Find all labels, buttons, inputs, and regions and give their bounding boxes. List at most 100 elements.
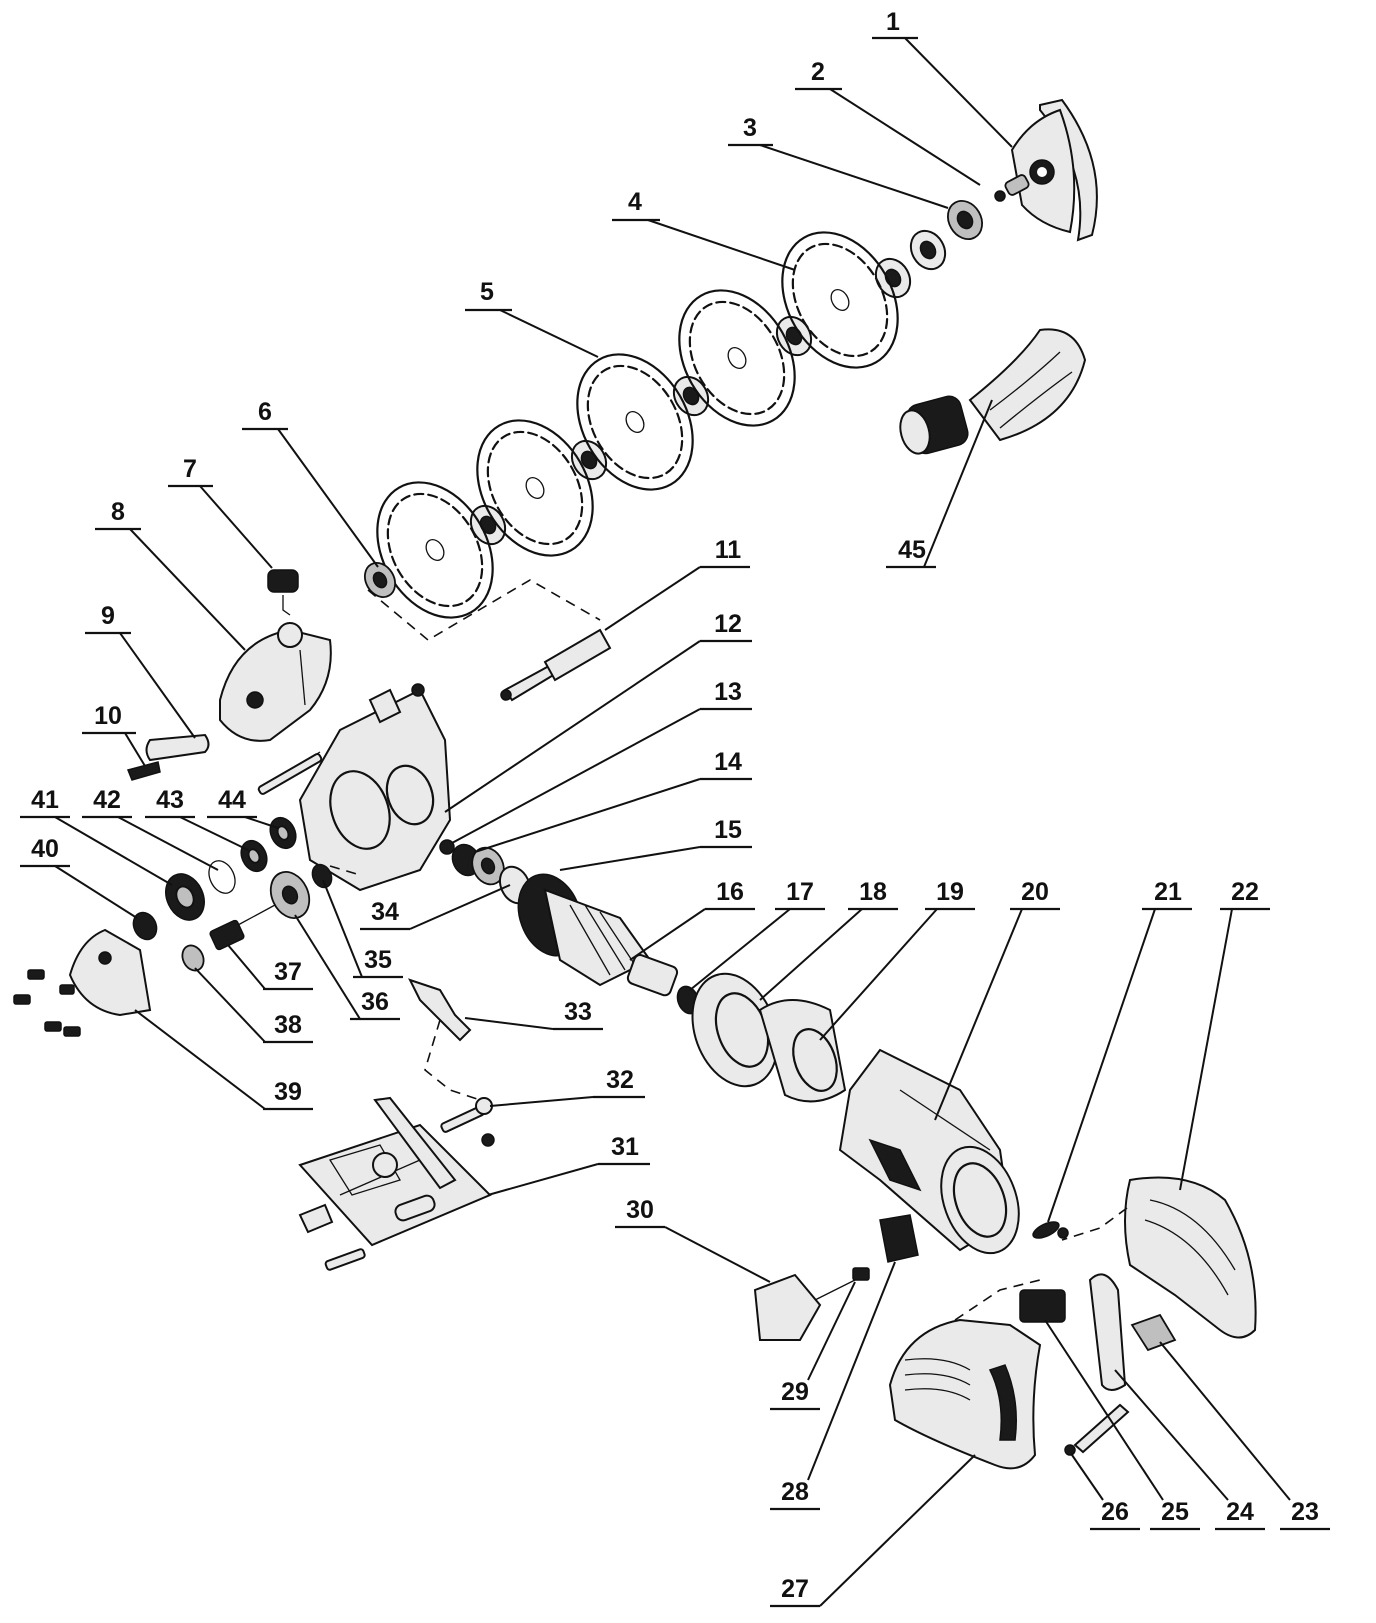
bearings — [439, 839, 532, 905]
callout-labels: 1 2 3 4 5 6 — [20, 8, 1330, 1608]
callout-2: 2 — [795, 58, 981, 186]
blade-guard-plate — [1010, 98, 1098, 242]
callout-19: 19 — [819, 878, 975, 1041]
part-number-41: 41 — [31, 786, 59, 814]
part-number-26: 26 — [1101, 1498, 1129, 1526]
callout-35: 35 — [322, 879, 403, 979]
cord-connector — [814, 1267, 870, 1301]
part-number-17: 17 — [786, 878, 814, 906]
callout-24: 24 — [1114, 1369, 1265, 1531]
part-number-3: 3 — [743, 114, 757, 142]
part-number-12: 12 — [714, 610, 742, 638]
callout-12: 12 — [444, 610, 752, 813]
part-number-38: 38 — [274, 1011, 302, 1039]
cover-plate — [753, 1273, 822, 1341]
part-number-45: 45 — [898, 536, 926, 564]
callout-18: 18 — [759, 878, 898, 1001]
part-number-40: 40 — [31, 835, 59, 863]
part-number-44: 44 — [218, 786, 246, 814]
part-number-32: 32 — [606, 1066, 634, 1094]
outer-flange — [947, 200, 983, 240]
callout-21: 21 — [1047, 878, 1192, 1223]
callout-9: 9 — [85, 602, 196, 739]
part-number-21: 21 — [1154, 878, 1182, 906]
part-number-27: 27 — [781, 1575, 809, 1603]
callout-29: 29 — [770, 1281, 856, 1411]
screw — [126, 761, 161, 781]
gear-housing — [298, 683, 452, 892]
callout-38: 38 — [194, 967, 313, 1044]
callout-7: 7 — [168, 455, 273, 569]
part-number-6: 6 — [258, 398, 272, 426]
power-switch — [1019, 1289, 1066, 1323]
callout-14: 14 — [474, 748, 752, 853]
rear-handle-half — [1124, 1176, 1257, 1339]
pivot-pin — [1064, 1403, 1130, 1456]
callout-33: 33 — [464, 998, 603, 1031]
drive-gears — [132, 816, 333, 972]
callout-10: 10 — [82, 702, 146, 767]
callout-16: 16 — [629, 878, 755, 961]
lock-knob — [267, 569, 299, 616]
callout-26: 26 — [1071, 1454, 1140, 1531]
callout-3: 3 — [728, 114, 949, 209]
clamp-lever — [145, 733, 210, 762]
callout-4: 4 — [612, 188, 796, 271]
blade-guard-housing — [219, 622, 332, 742]
callout-8: 8 — [95, 498, 246, 651]
part-number-31: 31 — [611, 1133, 639, 1161]
part-number-7: 7 — [183, 455, 197, 483]
callout-30: 30 — [615, 1196, 771, 1283]
part-number-28: 28 — [781, 1478, 809, 1506]
callout-1: 1 — [872, 8, 1013, 148]
part-number-29: 29 — [781, 1378, 809, 1406]
callout-41: 41 — [20, 786, 173, 886]
callout-44: 44 — [207, 786, 279, 829]
callout-39: 39 — [134, 1009, 313, 1111]
part-number-34: 34 — [371, 898, 399, 926]
stator — [758, 999, 847, 1103]
switch-block — [1130, 1313, 1177, 1352]
part-number-19: 19 — [936, 878, 964, 906]
part-number-39: 39 — [274, 1078, 302, 1106]
part-number-9: 9 — [101, 602, 115, 630]
part-number-22: 22 — [1231, 878, 1259, 906]
callout-27: 27 — [770, 1454, 976, 1608]
part-number-10: 10 — [94, 702, 122, 730]
front-handle-half — [888, 1318, 1042, 1470]
part-number-11: 11 — [715, 536, 742, 564]
spacer-washers — [469, 229, 947, 546]
callout-45: 45 — [886, 399, 993, 569]
part-number-35: 35 — [364, 946, 392, 974]
part-number-2: 2 — [811, 58, 825, 86]
part-number-5: 5 — [480, 278, 494, 306]
part-number-42: 42 — [93, 786, 121, 814]
callout-22: 22 — [1179, 878, 1270, 1191]
side-handle — [899, 328, 1087, 455]
callout-40: 40 — [20, 835, 138, 919]
armature — [517, 873, 700, 1015]
part-number-37: 37 — [274, 958, 302, 986]
bracket — [408, 978, 472, 1042]
part-number-23: 23 — [1291, 1498, 1319, 1526]
callout-31: 31 — [487, 1133, 650, 1196]
callout-20: 20 — [934, 878, 1060, 1121]
callout-32: 32 — [489, 1066, 645, 1107]
callout-25: 25 — [1044, 1319, 1200, 1531]
callout-15: 15 — [559, 816, 752, 871]
parts-drawing — [13, 98, 1257, 1470]
callout-11: 11 — [604, 536, 750, 631]
part-number-4: 4 — [628, 188, 642, 216]
callout-36: 36 — [294, 914, 400, 1021]
flange-nut — [364, 562, 396, 598]
spindle-shaft — [500, 628, 612, 702]
part-number-24: 24 — [1226, 1498, 1254, 1526]
part-number-8: 8 — [111, 498, 125, 526]
part-number-30: 30 — [626, 1196, 654, 1224]
part-number-25: 25 — [1161, 1498, 1189, 1526]
bolt — [994, 174, 1030, 202]
part-number-18: 18 — [859, 878, 887, 906]
base-plate — [298, 1096, 495, 1271]
callout-42: 42 — [82, 786, 219, 871]
